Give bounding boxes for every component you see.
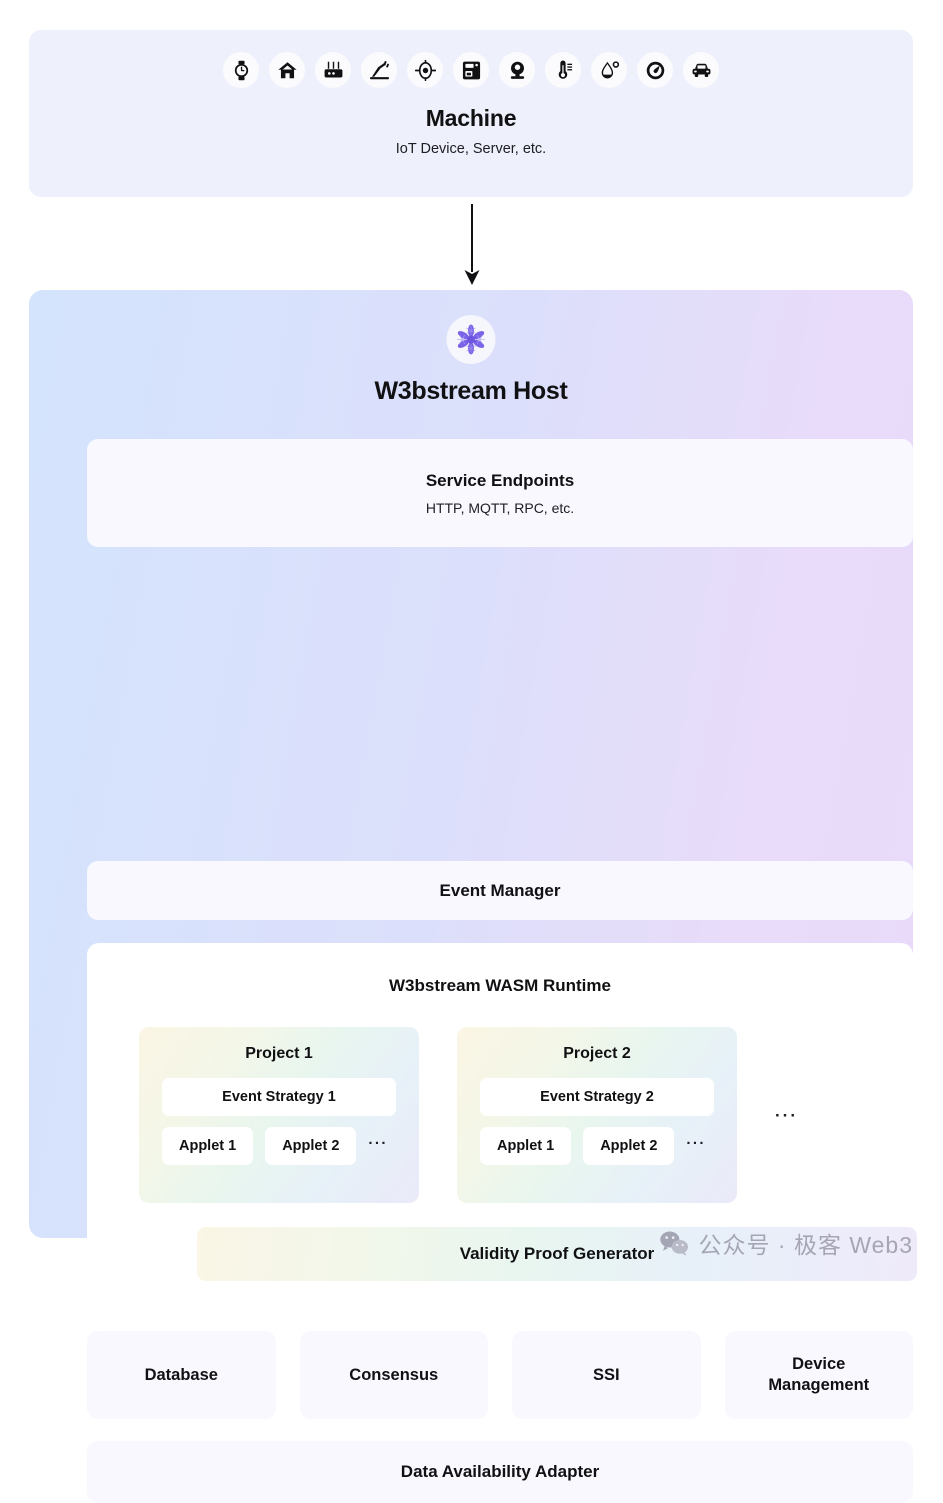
- service-endpoints-card: Service Endpoints HTTP, MQTT, RPC, etc.: [87, 439, 913, 547]
- service-card-device-management: Device Management: [724, 1331, 913, 1419]
- applet-box: Applet 1: [480, 1127, 572, 1165]
- service-endpoints-title: Service Endpoints: [425, 470, 575, 490]
- sensor-target-icon: [407, 52, 443, 88]
- event-manager-card: Event Manager: [87, 861, 913, 920]
- validity-proof-generator-card: Validity Proof Generator: [197, 1227, 917, 1281]
- watermark: 公众号 · 极客 Web3: [659, 1226, 914, 1260]
- project-card-1: Project 1 Event Strategy 1 Applet 1 Appl…: [139, 1027, 419, 1203]
- webcam-icon: [499, 52, 535, 88]
- applet-more-ellipsis: ···: [368, 1135, 388, 1152]
- coffee-machine-icon: [453, 52, 489, 88]
- data-availability-adapter-card: Data Availability Adapter: [87, 1441, 913, 1503]
- robotic-arm-icon: [361, 52, 397, 88]
- thermometer-icon: [545, 52, 581, 88]
- machine-icon-row: [223, 52, 719, 88]
- smartwatch-icon: [223, 52, 259, 88]
- service-card-consensus: Consensus: [299, 1331, 488, 1419]
- data-availability-adapter-label: Data Availability Adapter: [400, 1462, 600, 1481]
- applet-row: Applet 1 Applet 2 ···: [162, 1127, 396, 1165]
- wasm-runtime-title: W3bstream WASM Runtime: [389, 976, 611, 995]
- gauge-meter-icon: [637, 52, 673, 88]
- machine-subtitle: IoT Device, Server, etc.: [395, 141, 547, 157]
- service-card-ssi: SSI: [512, 1331, 701, 1419]
- machine-panel: Machine IoT Device, Server, etc.: [29, 30, 913, 197]
- machine-title: Machine: [425, 105, 517, 131]
- wasm-runtime-card: W3bstream WASM Runtime Project 1 Event S…: [87, 943, 917, 1308]
- watermark-text: 公众号 · 极客 Web3: [698, 1232, 913, 1258]
- service-endpoints-subtitle: HTTP, MQTT, RPC, etc.: [425, 499, 575, 516]
- w3bstream-flower-logo: [446, 315, 496, 364]
- applet-box: Applet 1: [162, 1127, 254, 1165]
- applet-box: Applet 2: [583, 1127, 675, 1165]
- downward-arrow-icon: [463, 204, 481, 286]
- projects-more-ellipsis: ···: [775, 1105, 798, 1125]
- humidity-drop-icon: [591, 52, 627, 88]
- service-card-database: Database: [87, 1331, 276, 1419]
- applet-more-ellipsis: ···: [686, 1135, 706, 1152]
- project-title: Project 1: [245, 1045, 313, 1062]
- validity-proof-generator-label: Validity Proof Generator: [459, 1244, 655, 1263]
- project-title: Project 2: [563, 1045, 631, 1062]
- applet-row: Applet 1 Applet 2 ···: [480, 1127, 714, 1165]
- home-icon: [269, 52, 305, 88]
- project-card-2: Project 2 Event Strategy 2 Applet 1 Appl…: [457, 1027, 737, 1203]
- projects-row: Project 1 Event Strategy 1 Applet 1 Appl…: [139, 1027, 798, 1203]
- w3bstream-host-panel: W3bstream Host Service Endpoints HTTP, M…: [29, 290, 917, 1503]
- event-strategy-box: Event Strategy 1: [162, 1078, 396, 1116]
- applet-box: Applet 2: [265, 1127, 357, 1165]
- services-row: Database Consensus SSI Device Management: [87, 1331, 913, 1419]
- event-strategy-box: Event Strategy 2: [480, 1078, 714, 1116]
- host-title: W3bstream Host: [374, 377, 568, 405]
- wechat-icon: [659, 1230, 689, 1256]
- car-icon: [683, 52, 719, 88]
- router-icon: [315, 52, 351, 88]
- event-manager-label: Event Manager: [439, 880, 561, 900]
